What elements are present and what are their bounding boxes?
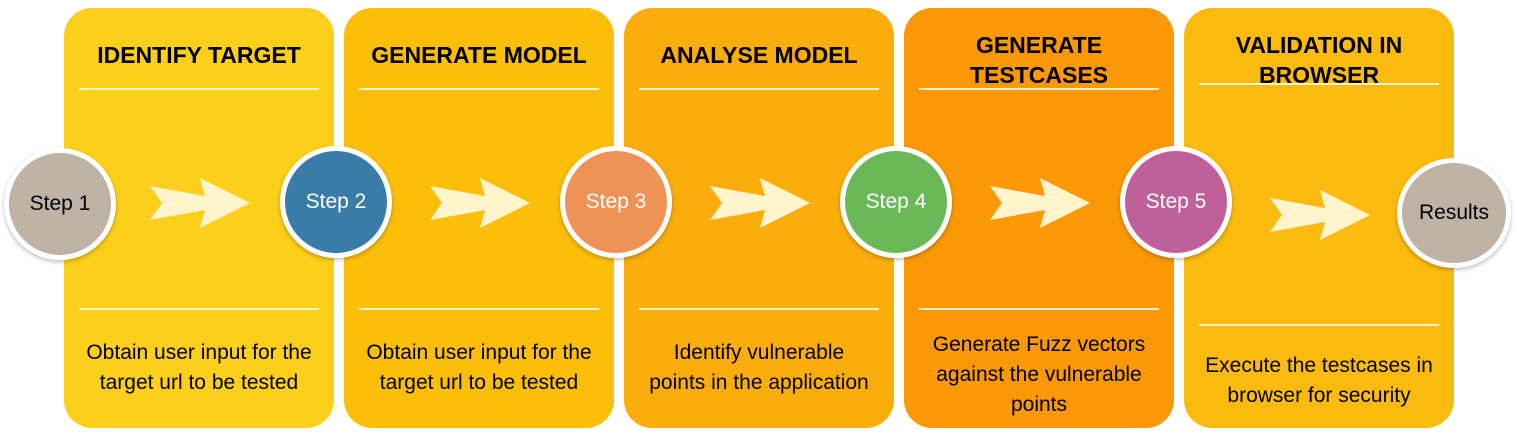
divider-top [79,88,319,90]
panel-description: Obtain user input for the target url to … [86,341,312,394]
panel-title: IDENTIFY TARGET [97,42,301,68]
divider-bottom [359,308,599,310]
divider-top [359,88,599,90]
panel-description: Identify vulnerable points in the applic… [649,341,869,394]
step-label: Step 4 [865,190,927,213]
divider-bottom [1199,324,1439,326]
step-label: Step 5 [1145,190,1207,213]
step-label: Step 3 [585,190,647,213]
divider-top [1199,83,1439,85]
results-circle: Results [1397,158,1511,268]
step-label: Step 2 [305,190,367,213]
divider-bottom [79,308,319,310]
arrow-right-icon [990,178,1090,228]
step-2-circle: Step 2 [280,146,392,258]
divider-top [919,88,1159,90]
panel-title: GENERATE MODEL [371,42,587,68]
arrow-right-icon [710,178,810,228]
panel-description: Generate Fuzz vectors against the vulner… [932,333,1146,416]
panel-title: GENERATE TESTCASES [969,32,1109,88]
panel-title: ANALYSE MODEL [660,42,858,68]
arrow-right-icon [430,178,530,228]
panel-description: Execute the testcases in browser for sec… [1205,354,1433,407]
divider-bottom [919,308,1159,310]
step-4-circle: Step 4 [840,146,952,258]
step-5-circle: Step 5 [1120,146,1232,258]
step-3-circle: Step 3 [560,146,672,258]
panel-description: Obtain user input for the target url to … [366,341,592,394]
step-label: Step 1 [29,192,91,215]
divider-top [639,88,879,90]
arrow-right-icon [150,178,250,228]
step-1-circle: Step 1 [4,148,116,260]
results-label: Results [1418,201,1490,224]
arrow-right-icon [1270,190,1370,240]
panel-title: VALIDATION IN BROWSER [1235,32,1403,88]
divider-bottom [639,308,879,310]
